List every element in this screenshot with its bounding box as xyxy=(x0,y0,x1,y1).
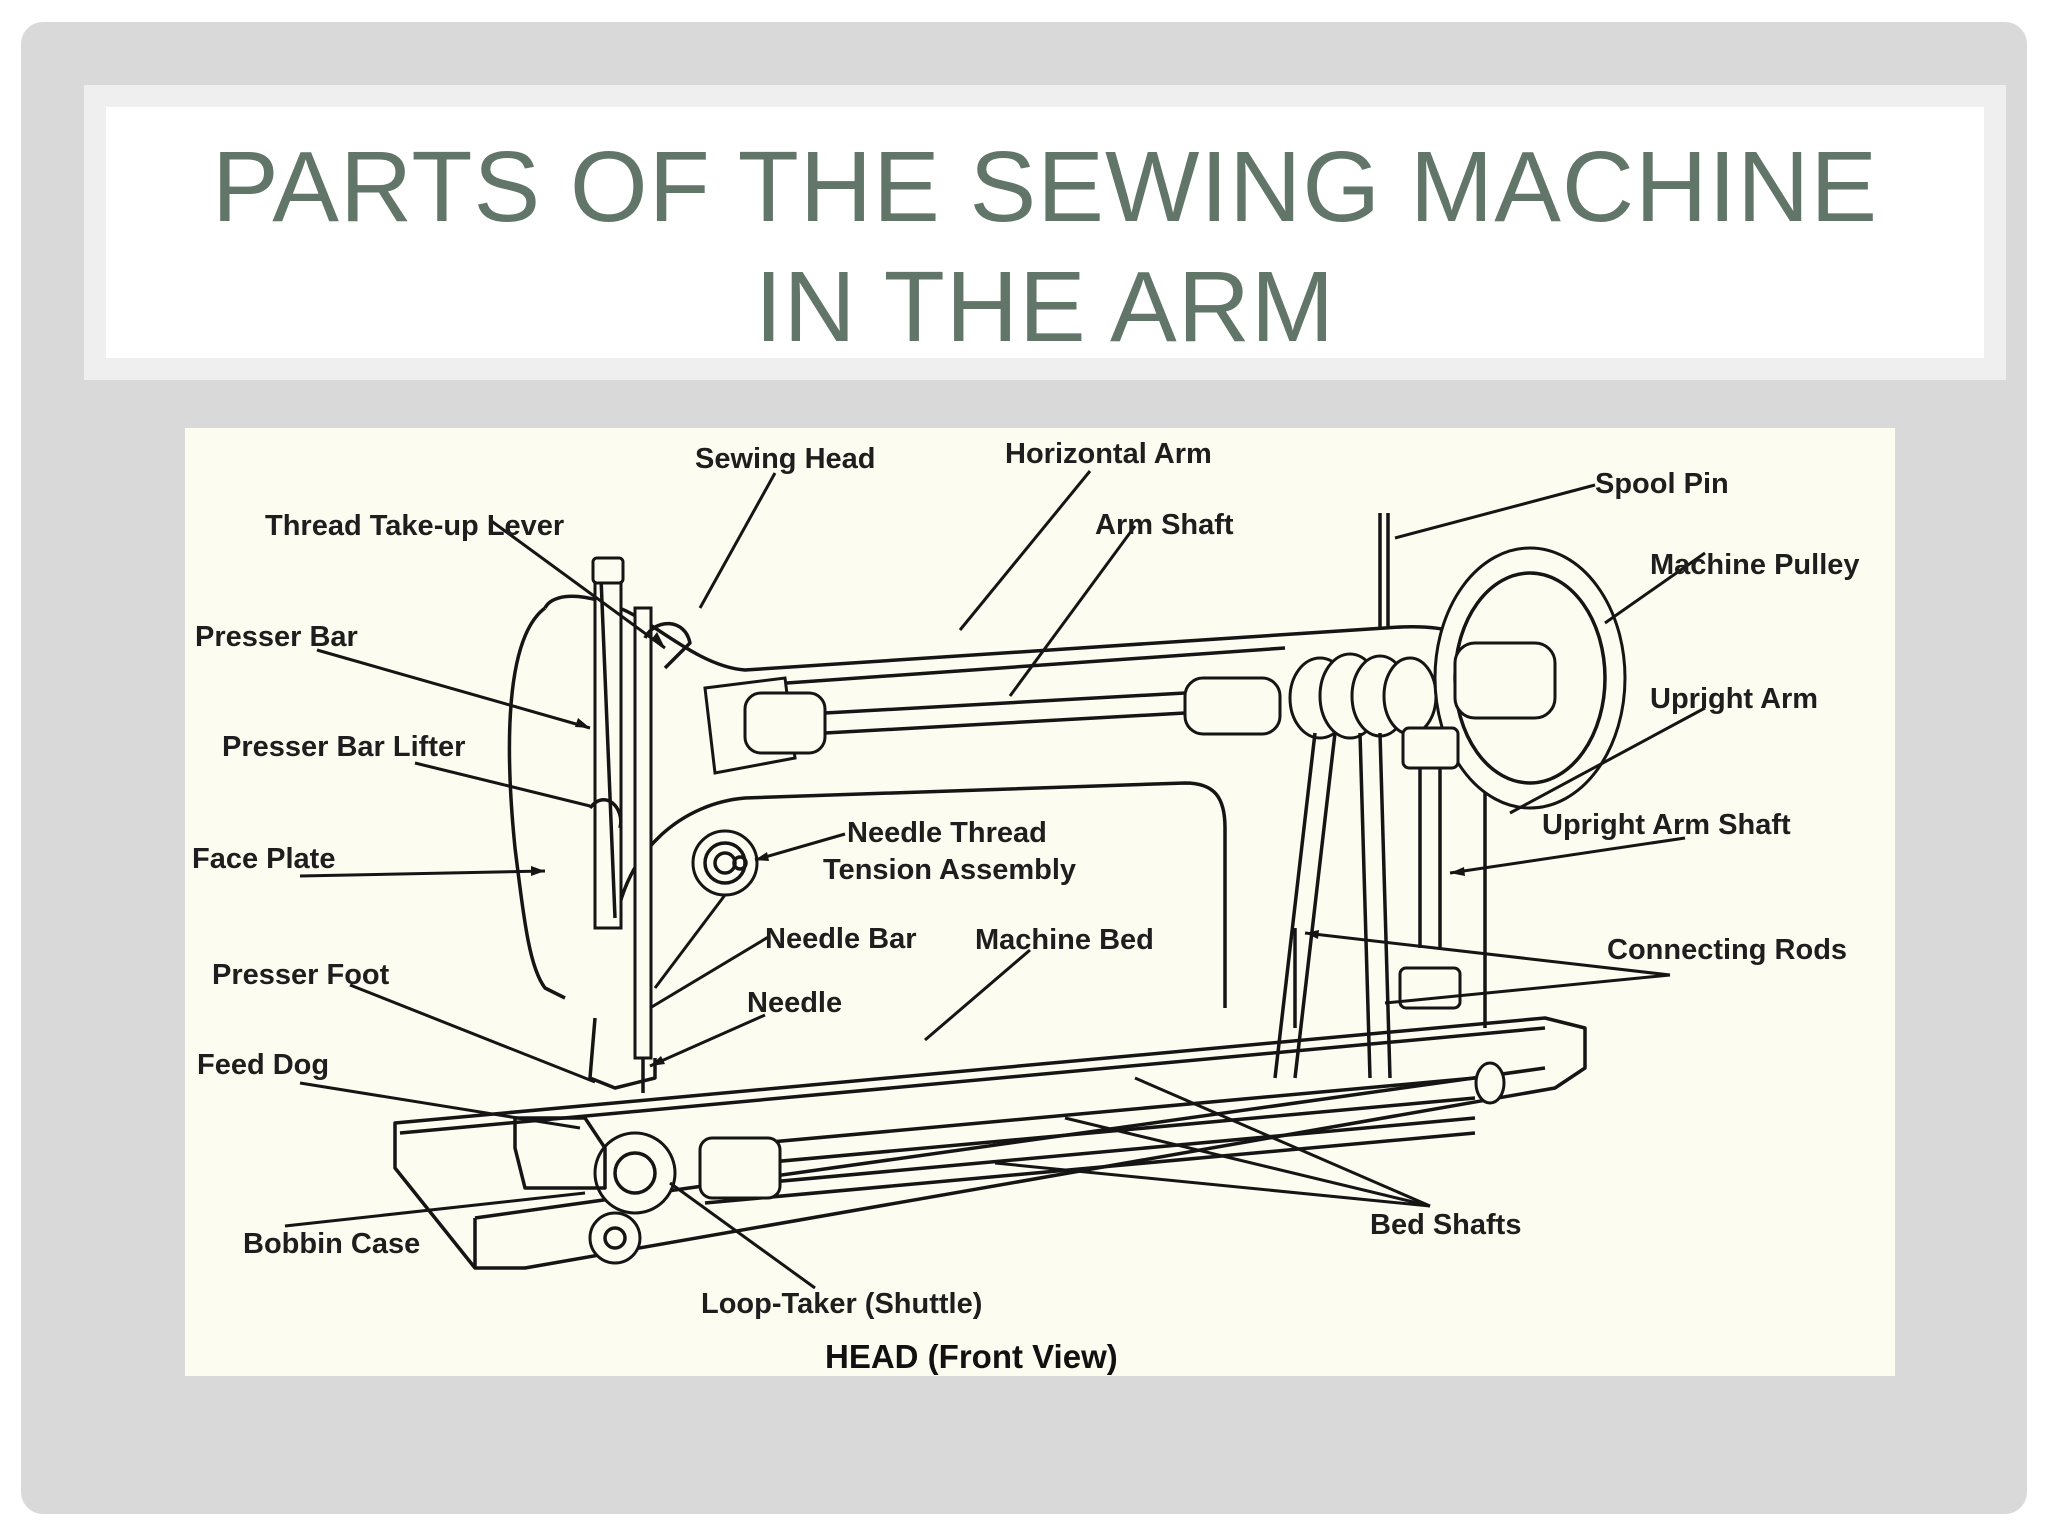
diagram-caption: HEAD (Front View) xyxy=(825,1338,1118,1375)
label-loop-taker: Loop-Taker (Shuttle) xyxy=(701,1288,982,1320)
sewing-machine-diagram: Sewing Head Horizontal Arm Spool Pin Thr… xyxy=(185,428,1895,1376)
presser-bar-lifter-shape xyxy=(588,798,623,829)
label-machine-bed: Machine Bed xyxy=(975,924,1154,956)
connecting-rod-1 xyxy=(1273,732,1317,1079)
connecting-rod-2 xyxy=(1358,732,1372,1079)
label-bobbin-case: Bobbin Case xyxy=(243,1228,420,1260)
presser-bar-shape xyxy=(593,566,623,930)
feed-dog-shape xyxy=(513,1116,607,1190)
label-face-plate: Face Plate xyxy=(192,843,335,875)
label-arm-shaft: Arm Shaft xyxy=(1095,509,1234,541)
label-needle-thread: Needle Thread xyxy=(847,817,1047,849)
label-upright-arm: Upright Arm xyxy=(1650,683,1818,715)
label-presser-bar-lifter: Presser Bar Lifter xyxy=(222,731,465,763)
title-box: PARTS OF THE SEWING MACHINE IN THE ARM xyxy=(84,85,2006,380)
take-up-lever-shape xyxy=(643,621,692,670)
label-upright-arm-shaft: Upright Arm Shaft xyxy=(1542,809,1791,841)
label-connecting-rods: Connecting Rods xyxy=(1607,934,1847,966)
leader-lines xyxy=(284,470,1706,1290)
arm-shaft-shape xyxy=(824,691,1186,715)
label-needle: Needle xyxy=(747,987,842,1019)
loop-taker-shape xyxy=(593,1131,677,1215)
label-spool-pin: Spool Pin xyxy=(1595,468,1729,500)
label-feed-dog: Feed Dog xyxy=(197,1049,329,1081)
label-presser-foot: Presser Foot xyxy=(212,959,390,991)
label-needle-bar: Needle Bar xyxy=(765,923,917,955)
machine-bed-shape xyxy=(393,1016,1587,1270)
sewing-head-shape xyxy=(507,606,566,1000)
title-line-1: PARTS OF THE SEWING MACHINE xyxy=(211,131,1879,243)
label-tension-assembly: Tension Assembly xyxy=(823,854,1076,886)
label-presser-bar: Presser Bar xyxy=(195,621,358,653)
bed-shaft-2 xyxy=(704,1116,1476,1190)
diagram-svg: Sewing Head Horizontal Arm Spool Pin Thr… xyxy=(192,438,1860,1375)
label-sewing-head: Sewing Head xyxy=(695,443,876,475)
label-bed-shafts: Bed Shafts xyxy=(1370,1209,1521,1241)
bed-shaft-1 xyxy=(704,1076,1476,1150)
diagram-labels: Sewing Head Horizontal Arm Spool Pin Thr… xyxy=(192,438,1860,1375)
title-line-2: IN THE ARM xyxy=(754,251,1336,363)
presser-foot-shape xyxy=(588,1017,657,1090)
label-thread-take-up-lever: Thread Take-up Lever xyxy=(265,510,564,542)
machine-illustration xyxy=(393,513,1627,1270)
label-horizontal-arm: Horizontal Arm xyxy=(1005,438,1212,470)
needle-bar-shape xyxy=(633,606,653,1060)
slide-title: PARTS OF THE SEWING MACHINE IN THE ARM xyxy=(106,127,1984,367)
label-machine-pulley: Machine Pulley xyxy=(1650,549,1860,581)
